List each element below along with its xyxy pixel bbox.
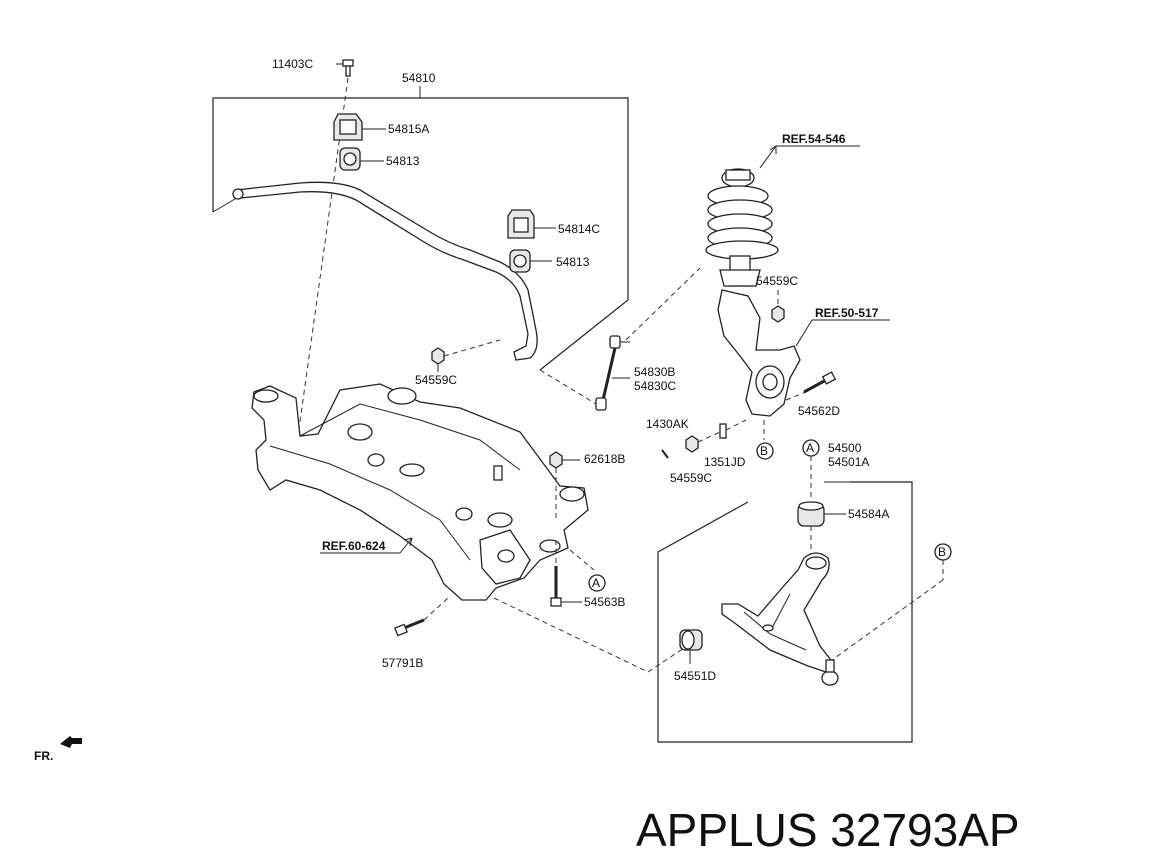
front-arrow-icon xyxy=(60,736,82,748)
nut-54559C-left xyxy=(431,347,445,372)
label-54551D: 54551D xyxy=(674,669,716,683)
bolt-57791B xyxy=(394,618,425,637)
label-62618B: 62618B xyxy=(584,452,625,466)
label-54501A: 54501A xyxy=(828,455,869,469)
ref-label-50517: REF.50-517 xyxy=(815,306,879,320)
front-subframe xyxy=(251,383,589,601)
bushing-54584A xyxy=(797,501,846,527)
stabilizer-group-box xyxy=(212,97,629,371)
bolt-54562D xyxy=(803,371,837,394)
marker-b-knuckle xyxy=(756,442,774,460)
marker-a-subframe xyxy=(588,574,606,592)
label-54584A: 54584A xyxy=(848,507,889,521)
stabilizer-bar xyxy=(235,181,538,361)
label-54559C-upper: 54559C xyxy=(756,274,798,288)
label-54559C-lower: 54559C xyxy=(670,471,712,485)
label-54500: 54500 xyxy=(828,441,862,455)
label-54830B: 54830B xyxy=(634,365,675,379)
ref-label-54546: REF.54-546 xyxy=(782,132,846,146)
nut-54559C-lower xyxy=(685,435,699,453)
marker-b-knuckle-text: B xyxy=(760,444,768,458)
nut-54559C-upper xyxy=(771,305,785,323)
bolt-11403C xyxy=(336,59,354,77)
strut-assembly xyxy=(705,168,779,287)
bolt-54563B xyxy=(550,566,582,607)
label-54810: 54810 xyxy=(402,71,436,85)
label-11403C: 11403C xyxy=(272,57,313,71)
label-54563B: 54563B xyxy=(584,595,625,609)
label-54830C: 54830C xyxy=(634,379,676,393)
label-1351JD: 1351JD xyxy=(704,455,746,469)
washer-1351JD xyxy=(719,423,727,439)
label-54814C: 54814C xyxy=(558,222,600,236)
nut-62618B xyxy=(549,451,580,469)
label-54815A: 54815A xyxy=(388,122,429,136)
ref-label-60624: REF.60-624 xyxy=(322,539,386,553)
label-54813-upper: 54813 xyxy=(386,154,420,168)
lower-arm-group-box xyxy=(657,481,913,743)
steering-knuckle xyxy=(717,289,801,417)
label-54562D: 54562D xyxy=(798,404,840,418)
label-54559C-left: 54559C xyxy=(415,373,457,387)
marker-a-arm-text: A xyxy=(806,441,814,455)
label-1430AK: 1430AK xyxy=(646,417,689,431)
lower-control-arm xyxy=(721,552,835,673)
label-57791B: 57791B xyxy=(382,656,423,670)
label-54813-lower: 54813 xyxy=(556,255,590,269)
bracket-54815A xyxy=(333,113,386,141)
marker-b-arm-text: B xyxy=(938,545,946,559)
bracket-54814C xyxy=(507,209,556,239)
bushing-54551D xyxy=(679,629,703,664)
marker-a-subframe-text: A xyxy=(592,576,600,590)
bushing-54813-upper xyxy=(339,147,384,171)
bushing-54813-lower xyxy=(509,249,552,273)
brand-part-number: APPLUS 32793AP xyxy=(636,804,1020,856)
front-label: FR. xyxy=(34,749,53,763)
stabilizer-link-54830 xyxy=(595,335,630,411)
